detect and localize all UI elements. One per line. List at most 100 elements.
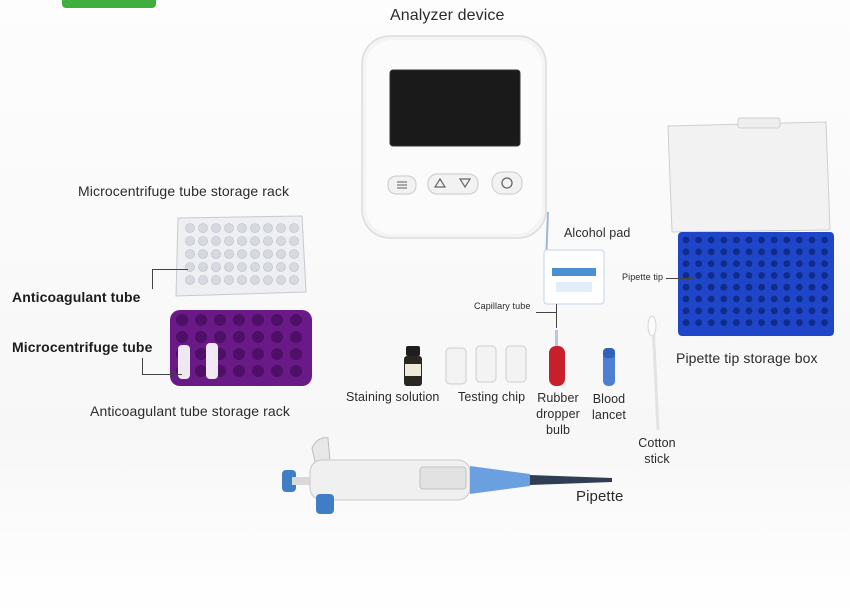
tip-hole <box>682 283 690 291</box>
tip-hole <box>695 295 702 303</box>
tip-hole <box>733 272 740 279</box>
leader-capillary-h <box>536 312 556 313</box>
label-anticoagulant-tube: Anticoagulant tube <box>12 289 141 305</box>
tip-hole <box>821 307 828 315</box>
rack-hole <box>198 223 208 233</box>
leader-anticoagulant-v <box>152 269 153 289</box>
tip-hole <box>796 248 803 256</box>
tip-hole <box>758 283 765 291</box>
menu-icon <box>397 181 407 189</box>
tip-hole <box>720 319 728 326</box>
tip-hole <box>770 248 778 256</box>
rack-hole <box>289 262 299 272</box>
tip-hole <box>720 236 728 244</box>
label-testing-chip: Testing chip <box>458 390 526 404</box>
tip-hole <box>745 319 753 326</box>
label-staining-solution: Staining solution <box>346 390 440 404</box>
rack-hole <box>198 262 208 272</box>
tip-hole <box>682 295 690 303</box>
rack-hole <box>185 223 195 233</box>
rack-hole <box>289 249 299 259</box>
tip-hole <box>707 307 715 315</box>
rack-hole <box>211 275 221 285</box>
tip-hole <box>733 260 740 267</box>
purple-rack-hole <box>176 331 188 343</box>
tip-hole <box>808 248 816 256</box>
tip-hole <box>783 260 791 267</box>
tip-hole <box>720 283 728 291</box>
tip-hole <box>783 236 791 244</box>
label-cotton-stick: Cotton stick <box>634 435 680 467</box>
rack-hole <box>237 223 247 233</box>
rack-hole <box>185 249 195 259</box>
purple-rack-hole <box>214 331 226 343</box>
label-cotton-line2: stick <box>644 452 670 466</box>
tip-hole <box>758 248 765 256</box>
rack-hole <box>224 262 234 272</box>
purple-rack-hole <box>271 314 283 326</box>
rack-hole <box>250 236 260 246</box>
purple-rack-hole <box>252 365 264 377</box>
tip-hole <box>783 319 791 326</box>
label-rubber-line3: bulb <box>545 423 571 437</box>
tip-hole <box>770 295 778 303</box>
rack-hole <box>237 262 247 272</box>
rack-hole <box>263 236 273 246</box>
tip-hole <box>796 307 803 315</box>
tip-hole <box>707 283 715 291</box>
leader-capillary <box>556 304 557 328</box>
rack-hole <box>185 275 195 285</box>
green-header-tab <box>62 0 156 8</box>
label-capillary-tube: Capillary tube <box>474 301 531 311</box>
rack-hole <box>224 223 234 233</box>
label-alcohol-pad: Alcohol pad <box>564 226 631 240</box>
label-blood-line2: lancet <box>592 408 626 422</box>
rack-hole <box>276 275 286 285</box>
purple-rack-hole <box>252 348 264 360</box>
tip-hole <box>821 236 828 244</box>
tip-hole <box>758 236 765 244</box>
triangle-down-icon <box>458 178 472 189</box>
tip-hole <box>695 319 702 326</box>
rack-hole <box>198 249 208 259</box>
rack-hole <box>276 223 286 233</box>
tip-hole <box>682 260 690 267</box>
rack-hole <box>237 249 247 259</box>
tip-hole <box>745 260 753 267</box>
tip-hole <box>707 319 715 326</box>
rack-hole <box>276 236 286 246</box>
rack-hole <box>263 275 273 285</box>
purple-rack-hole <box>290 314 302 326</box>
tip-hole <box>720 260 728 267</box>
purple-rack-hole <box>195 314 207 326</box>
tip-hole <box>770 272 778 279</box>
tip-hole <box>783 295 791 303</box>
tip-hole <box>821 260 828 267</box>
tip-hole <box>808 295 816 303</box>
tip-hole <box>707 248 715 256</box>
tip-hole <box>745 295 753 303</box>
rack-hole <box>198 236 208 246</box>
tip-hole <box>758 260 765 267</box>
tip-hole <box>682 319 690 326</box>
tip-hole <box>796 260 803 267</box>
purple-rack-hole <box>233 314 245 326</box>
tip-hole <box>707 272 715 279</box>
tip-hole <box>783 283 791 291</box>
purple-rack-hole <box>233 348 245 360</box>
rack-hole <box>289 236 299 246</box>
label-blood-line1: Blood <box>592 392 626 406</box>
power-icon <box>501 177 513 189</box>
tip-hole <box>796 272 803 279</box>
tip-hole <box>783 272 791 279</box>
tip-hole <box>745 248 753 256</box>
tip-hole <box>770 319 778 326</box>
tip-hole <box>695 248 702 256</box>
tip-hole <box>682 307 690 315</box>
tip-hole <box>695 236 702 244</box>
label-rubber-line2: dropper <box>536 407 580 421</box>
triangle-up-icon <box>433 177 447 188</box>
